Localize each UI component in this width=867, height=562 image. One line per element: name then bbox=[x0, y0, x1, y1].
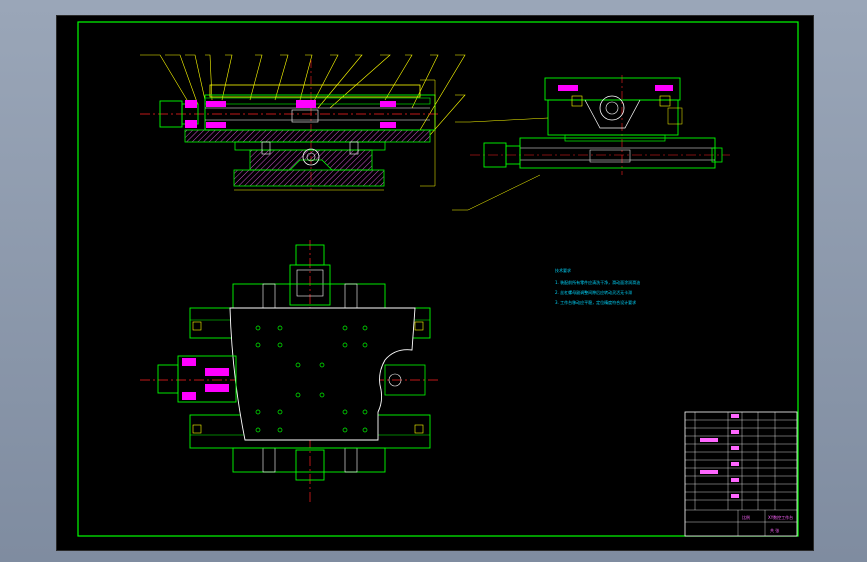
title-block: XY数控工作台 比例 共 张 bbox=[684, 411, 798, 537]
plan-view bbox=[140, 240, 440, 505]
notes-line: 3. 工作台移动应平稳，定位精度符合设计要求 bbox=[555, 299, 636, 305]
scale-label: 比例 bbox=[742, 514, 750, 520]
notes-title: 技术要求 bbox=[555, 267, 571, 273]
front-section-view bbox=[140, 54, 466, 191]
drawing-border bbox=[77, 21, 799, 537]
drawing-title: XY数控工作台 bbox=[768, 514, 793, 520]
technical-notes: 技术要求 1. 装配前所有零件应清洗干净，滑动面涂润滑油 2. 丝杠螺母副调整间… bbox=[555, 267, 640, 305]
notes-line: 1. 装配前所有零件应清洗干净，滑动面涂润滑油 bbox=[555, 279, 640, 285]
side-view bbox=[452, 75, 730, 211]
notes-line: 2. 丝杠螺母副调整间隙后应转动灵活无卡滞 bbox=[555, 289, 632, 295]
sheet-label: 共 张 bbox=[770, 527, 779, 533]
